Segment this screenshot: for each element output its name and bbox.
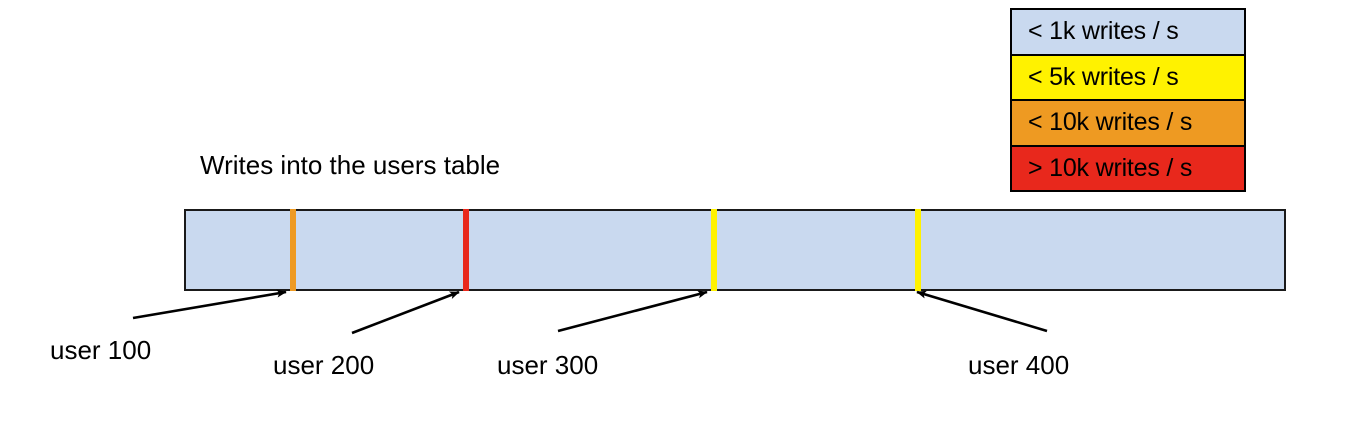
write-throughput-legend: < 1k writes / s < 5k writes / s < 10k wr… bbox=[1010, 8, 1246, 192]
legend-row-lt-10k: < 10k writes / s bbox=[1012, 101, 1244, 147]
callout-label-user-400: user 400 bbox=[968, 350, 1070, 380]
legend-label-lt-10k: < 10k writes / s bbox=[1028, 108, 1193, 137]
arrow-user-200 bbox=[351, 290, 460, 335]
arrow-user-400 bbox=[916, 290, 1048, 333]
legend-row-gt-10k: > 10k writes / s bbox=[1012, 146, 1244, 190]
legend-label-lt-5k: < 5k writes / s bbox=[1028, 62, 1179, 91]
callout-label-user-300: user 300 bbox=[497, 350, 599, 380]
legend-label-lt-1k: < 1k writes / s bbox=[1028, 17, 1179, 46]
callout-arrows bbox=[132, 289, 1048, 335]
user-100-stripe bbox=[290, 209, 296, 291]
callout-label-user-200: user 200 bbox=[273, 350, 375, 380]
legend-row-lt-1k: < 1k writes / s bbox=[1012, 10, 1244, 56]
callout-label-user-100: user 100 bbox=[50, 335, 152, 365]
user-300-stripe bbox=[711, 209, 717, 291]
arrow-user-100 bbox=[132, 289, 287, 320]
legend-row-lt-5k: < 5k writes / s bbox=[1012, 55, 1244, 101]
arrow-user-300 bbox=[557, 290, 708, 333]
user-400-stripe bbox=[915, 209, 921, 291]
legend-label-gt-10k: > 10k writes / s bbox=[1028, 153, 1193, 182]
users-table-bar bbox=[184, 209, 1286, 291]
chart-title: Writes into the users table bbox=[200, 150, 501, 180]
user-200-stripe bbox=[463, 209, 469, 291]
